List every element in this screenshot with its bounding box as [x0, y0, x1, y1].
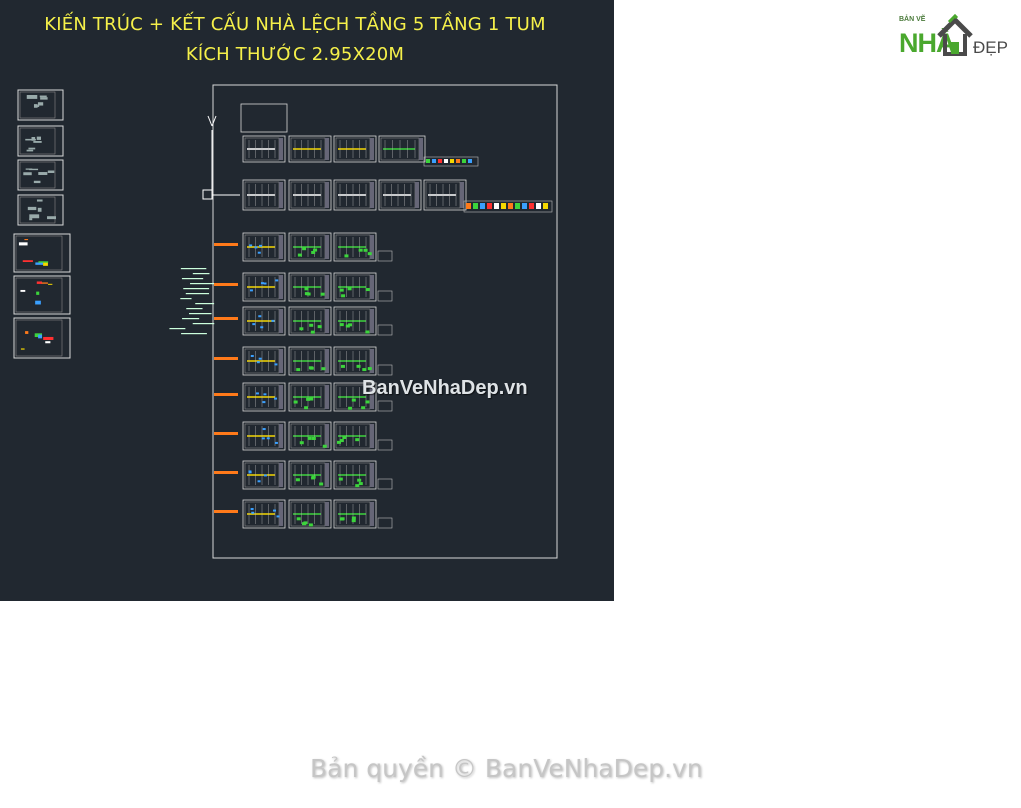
drawing-sheet [242, 499, 286, 529]
cad-linework [13, 84, 558, 559]
copyright-watermark: Bản quyền © BanVeNhaDep.vn [310, 754, 703, 783]
drawing-sheet [242, 272, 286, 302]
house-icon [937, 14, 973, 56]
thumbnail-sheet [13, 233, 71, 273]
floor-level-label [214, 393, 238, 396]
drawing-sheet [333, 272, 377, 302]
drawing-sheet [288, 135, 332, 163]
thumbnail-sheet [17, 125, 64, 157]
model-space-frame [212, 84, 558, 559]
drawing-sheet [423, 179, 467, 211]
drawing-subtitle: KÍCH THƯỚC 2.95X20M [185, 44, 405, 65]
drawing-sheet [288, 499, 332, 529]
drawing-sheet [333, 499, 377, 529]
drawing-sheet [333, 382, 377, 412]
drawing-sheet [242, 421, 286, 451]
drawing-sheet [333, 232, 377, 262]
thumbnail-sheet [13, 275, 71, 315]
floor-level-label [214, 243, 238, 246]
drawing-sheet [288, 232, 332, 262]
thumbnail-sheet [17, 159, 64, 191]
drawing-sheet [378, 135, 426, 163]
drawing-sheet [333, 421, 377, 451]
drawing-sheet [242, 135, 286, 163]
drawing-sheet [288, 346, 332, 376]
drawing-sheet [288, 382, 332, 412]
drawing-sheet [333, 346, 377, 376]
logo-suffix-text: ĐẸP [973, 38, 1008, 57]
thumbnail-sheet [17, 89, 64, 121]
drawing-title: KIẾN TRÚC + KẾT CẤU NHÀ LỆCH TẦNG 5 TẦNG… [44, 14, 546, 35]
drawing-sheet [378, 179, 422, 211]
drawing-sheet [288, 272, 332, 302]
logo-small-text: BẢN VẼ [899, 16, 926, 23]
floor-level-label [214, 317, 238, 320]
site-logo[interactable]: BẢN VẼ NHÀ ĐẸP [897, 14, 1009, 64]
floor-level-label [214, 432, 238, 435]
drawing-sheet [333, 179, 377, 211]
floor-level-label [214, 357, 238, 360]
drawing-sheet [288, 179, 332, 211]
drawing-sheet [333, 135, 377, 163]
drawing-sheet [288, 460, 332, 490]
floor-level-label [214, 283, 238, 286]
drawing-sheet [242, 382, 286, 412]
thumbnail-sheet [13, 317, 71, 359]
cad-drawing-canvas[interactable]: KIẾN TRÚC + KẾT CẤU NHÀ LỆCH TẦNG 5 TẦNG… [0, 0, 614, 601]
floor-level-label [214, 471, 238, 474]
drawing-sheet [242, 346, 286, 376]
drawing-sheet [242, 306, 286, 336]
floor-level-label [214, 510, 238, 513]
drawing-sheet [242, 232, 286, 262]
drawing-sheet [242, 460, 286, 490]
drawing-sheet [333, 306, 377, 336]
watermark-center: BanVeNhaDep.vn [362, 377, 528, 399]
drawing-sheet [288, 421, 332, 451]
drawing-sheet [288, 306, 332, 336]
drawing-sheet [242, 179, 286, 211]
drawing-sheet [333, 460, 377, 490]
thumbnail-sheet [17, 194, 64, 226]
